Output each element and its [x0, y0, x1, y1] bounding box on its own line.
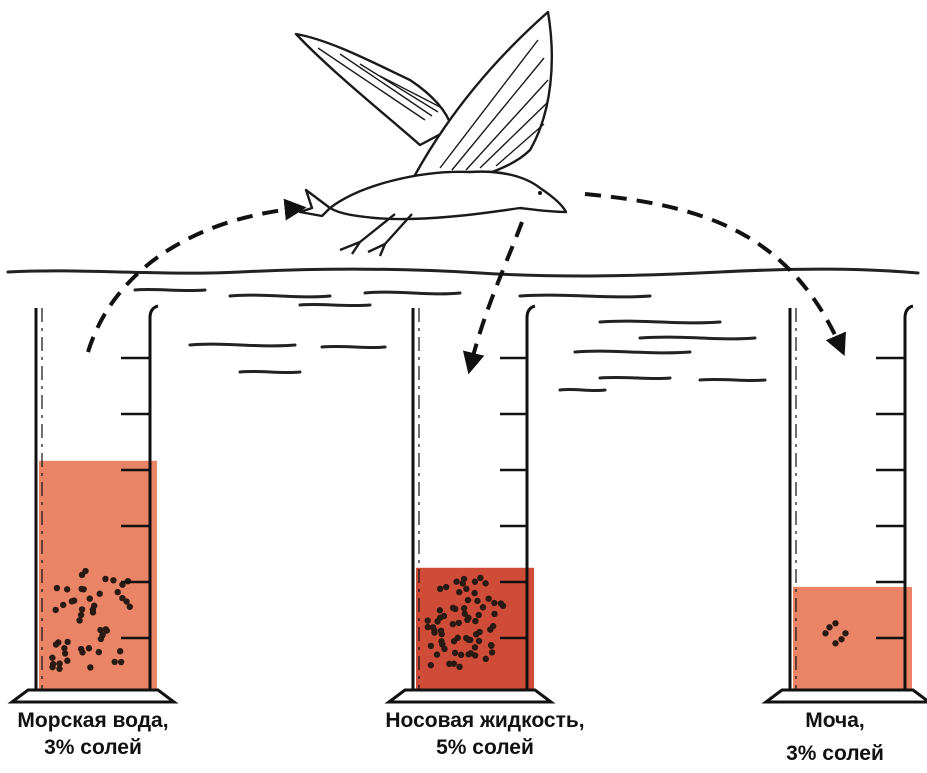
- cylinder-sea-water: [12, 306, 174, 702]
- cylinder-base-sea-water: [12, 690, 174, 702]
- cylinders-group: [12, 306, 927, 702]
- label-urine-name: Моча,: [750, 707, 920, 734]
- cylinder-base-urine: [766, 690, 927, 702]
- arrow-icon: [88, 194, 842, 368]
- label-urine-salt: 3% солей: [750, 740, 920, 767]
- label-sea-water-salt: 3% солей: [44, 736, 142, 759]
- liquid-sea-water: [39, 461, 157, 690]
- cylinder-nasal-fluid: [389, 306, 551, 702]
- water-waves-icon: [8, 269, 918, 390]
- seagull-icon: [296, 12, 566, 256]
- label-nasal-fluid-name: Носовая жидкость,: [335, 707, 635, 734]
- cylinder-urine: [766, 306, 927, 702]
- label-nasal-fluid: Носовая жидкость, 5% солей: [335, 707, 635, 761]
- label-nasal-fluid-salt: 5% солей: [436, 736, 534, 759]
- label-sea-water-name: Морская вода,: [0, 707, 198, 734]
- label-sea-water: Морская вода, 3% солей: [0, 707, 198, 761]
- label-urine: Моча, 3% солей: [750, 707, 920, 767]
- cylinder-base-nasal-fluid: [389, 690, 551, 702]
